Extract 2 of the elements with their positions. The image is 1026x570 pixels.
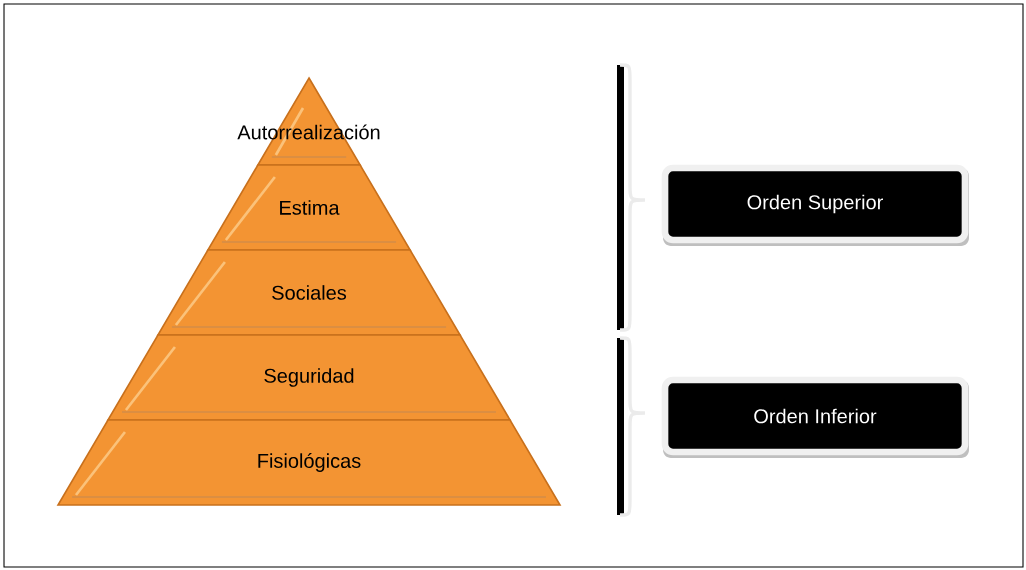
label-box: Orden Superior	[661, 164, 969, 246]
label-box: Orden Inferior	[661, 376, 969, 458]
